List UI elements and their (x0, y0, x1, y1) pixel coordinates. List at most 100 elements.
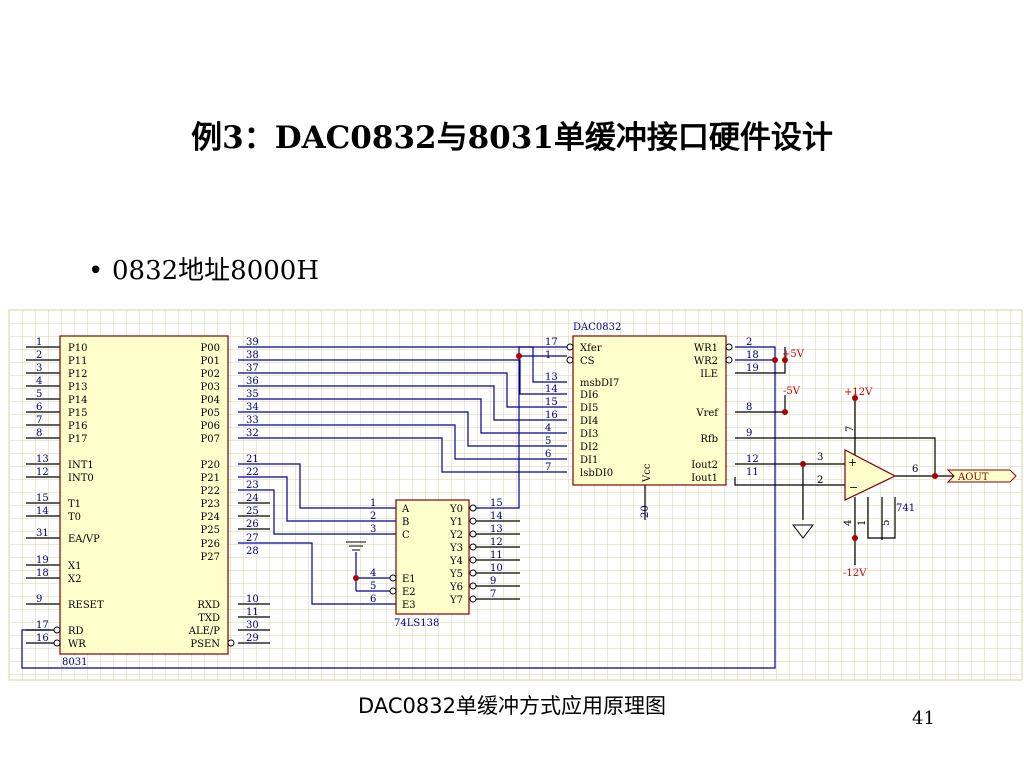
mcu-pin-number: 23 (246, 480, 259, 491)
mcu-pin-name: INT0 (68, 473, 94, 484)
mcu-pin-name: RXD (197, 600, 220, 611)
decoder-pin-name: C (402, 530, 410, 541)
mcu-pin-name: T0 (68, 512, 81, 523)
dac-pin-number: 2 (746, 337, 752, 348)
mcu-pin-number: 28 (246, 546, 259, 557)
inversion-bubble (725, 343, 733, 351)
dac-pin-name: Iout2 (691, 460, 718, 471)
opamp-body (844, 449, 897, 501)
dac-pin-number: 18 (746, 350, 759, 361)
inversion-bubble (227, 639, 235, 647)
mcu-pin-name: PSEN (190, 639, 220, 650)
mcu-pin-name: P26 (201, 539, 220, 550)
dac-pin-number: 15 (545, 397, 558, 408)
mcu-pin-number: 33 (246, 415, 259, 426)
inversion-bubble (469, 543, 477, 551)
mcu-pin-number: 26 (246, 519, 259, 530)
figure-caption: DAC0832单缓冲方式应用原理图 (358, 694, 666, 718)
mcu-pin-name: TXD (198, 613, 220, 624)
dac-pin-number: 14 (545, 384, 558, 395)
dac-pin-name: CS (580, 356, 595, 367)
mcu-pin-number: 1 (36, 337, 42, 348)
mcu-pin-name: X1 (68, 561, 81, 572)
mcu-pin-name: RESET (68, 600, 104, 611)
dac-pin-number: 5 (545, 436, 551, 447)
mcu-pin-name: P06 (201, 421, 220, 432)
mcu-pin-name: P01 (201, 356, 220, 367)
mcu-pin-name: ALE/P (188, 626, 221, 637)
dac-left-pins: 17Xfer1CS13msbDI714DI615DI516DI44DI35DI2… (545, 337, 619, 479)
junction-dot (852, 535, 858, 541)
decoder-pin-name: E2 (402, 587, 416, 598)
mcu-pin-name: P10 (68, 343, 87, 354)
dac-pin-name: Vref (695, 408, 719, 419)
mcu-pin-number: 15 (36, 493, 49, 504)
dac-pin-number: 7 (545, 462, 551, 473)
decoder-pin-number: 13 (490, 524, 503, 535)
mcu-pin-number: 18 (36, 568, 49, 579)
inversion-bubble (53, 626, 61, 634)
dac-pin-name: DI1 (580, 455, 598, 466)
mcu-pin-name: INT1 (68, 460, 94, 471)
mcu-pin-number: 38 (246, 350, 259, 361)
opamp-minus-sign: − (849, 481, 858, 494)
dac-pin-name: ILE (700, 369, 718, 380)
mcu-pin-name: P23 (201, 499, 220, 510)
inversion-bubble (469, 582, 477, 590)
dac-pin-name: DI6 (580, 390, 598, 401)
mcu-pin-name: P22 (201, 486, 220, 497)
inversion-bubble (53, 639, 61, 647)
mcu-pin-name: P25 (201, 525, 220, 536)
supply-minus5v: -5V (783, 386, 801, 397)
mcu-pin-name: P05 (201, 408, 220, 419)
mcu-pin-number: 19 (36, 555, 49, 566)
decoder-pin-number: 1 (370, 498, 376, 509)
mcu-pin-name: P27 (201, 552, 220, 563)
junction-dot (353, 575, 359, 581)
dac-pin-name: DI3 (580, 429, 598, 440)
opamp-pin-5: 5 (881, 520, 892, 526)
ground-symbol-decoder (346, 541, 366, 551)
inversion-bubble (566, 356, 574, 364)
decoder-name: 74LS138 (394, 618, 439, 629)
mcu-pin-name: WR (68, 639, 86, 650)
junction-dot (800, 461, 806, 467)
opamp-name: 741 (896, 503, 915, 514)
page-number: 41 (912, 708, 935, 729)
output-port: AOUT (946, 469, 1017, 483)
mcu-pin-number: 30 (246, 620, 259, 631)
mcu-pin-name: P04 (201, 395, 220, 406)
mcu-pin-number: 31 (36, 528, 49, 539)
dac-pin-name: Iout1 (691, 473, 718, 484)
mcu-pin-number: 36 (246, 376, 259, 387)
mcu-8031: 8031 1P102P113P124P135P146P157P168P1713I… (36, 335, 259, 668)
mcu-pin-number: 17 (36, 620, 49, 631)
decoder-pin-number: 7 (490, 589, 496, 600)
decoder-pin-name: Y4 (449, 556, 463, 567)
mcu-pin-name: P03 (201, 382, 220, 393)
dac-pin-number: 1 (545, 350, 551, 361)
mcu-pin-number: 29 (246, 633, 259, 644)
mcu-pin-name: P14 (68, 395, 87, 406)
inversion-bubble (469, 556, 477, 564)
decoder-pin-name: Y2 (449, 530, 463, 541)
mcu-pin-name: RD (68, 626, 84, 637)
ground-symbol-dac (791, 524, 815, 539)
decoder-pin-number: 5 (370, 581, 376, 592)
dac-pin-name: Rfb (700, 434, 718, 445)
inversion-bubble (469, 595, 477, 603)
mcu-pin-number: 13 (36, 454, 49, 465)
mcu-pin-name: P16 (68, 421, 87, 432)
junction-dot (782, 357, 788, 363)
dac-pin-number: 9 (746, 428, 752, 439)
mcu-pin-name: P15 (68, 408, 87, 419)
mcu-pin-number: 27 (246, 533, 259, 544)
dac-pin-number: 12 (746, 454, 759, 465)
dac-pin-number: 13 (545, 372, 558, 383)
dac-pin-name: WR2 (694, 356, 718, 367)
dac-pin-number: 4 (545, 423, 551, 434)
mcu-pin-number: 10 (246, 594, 259, 605)
